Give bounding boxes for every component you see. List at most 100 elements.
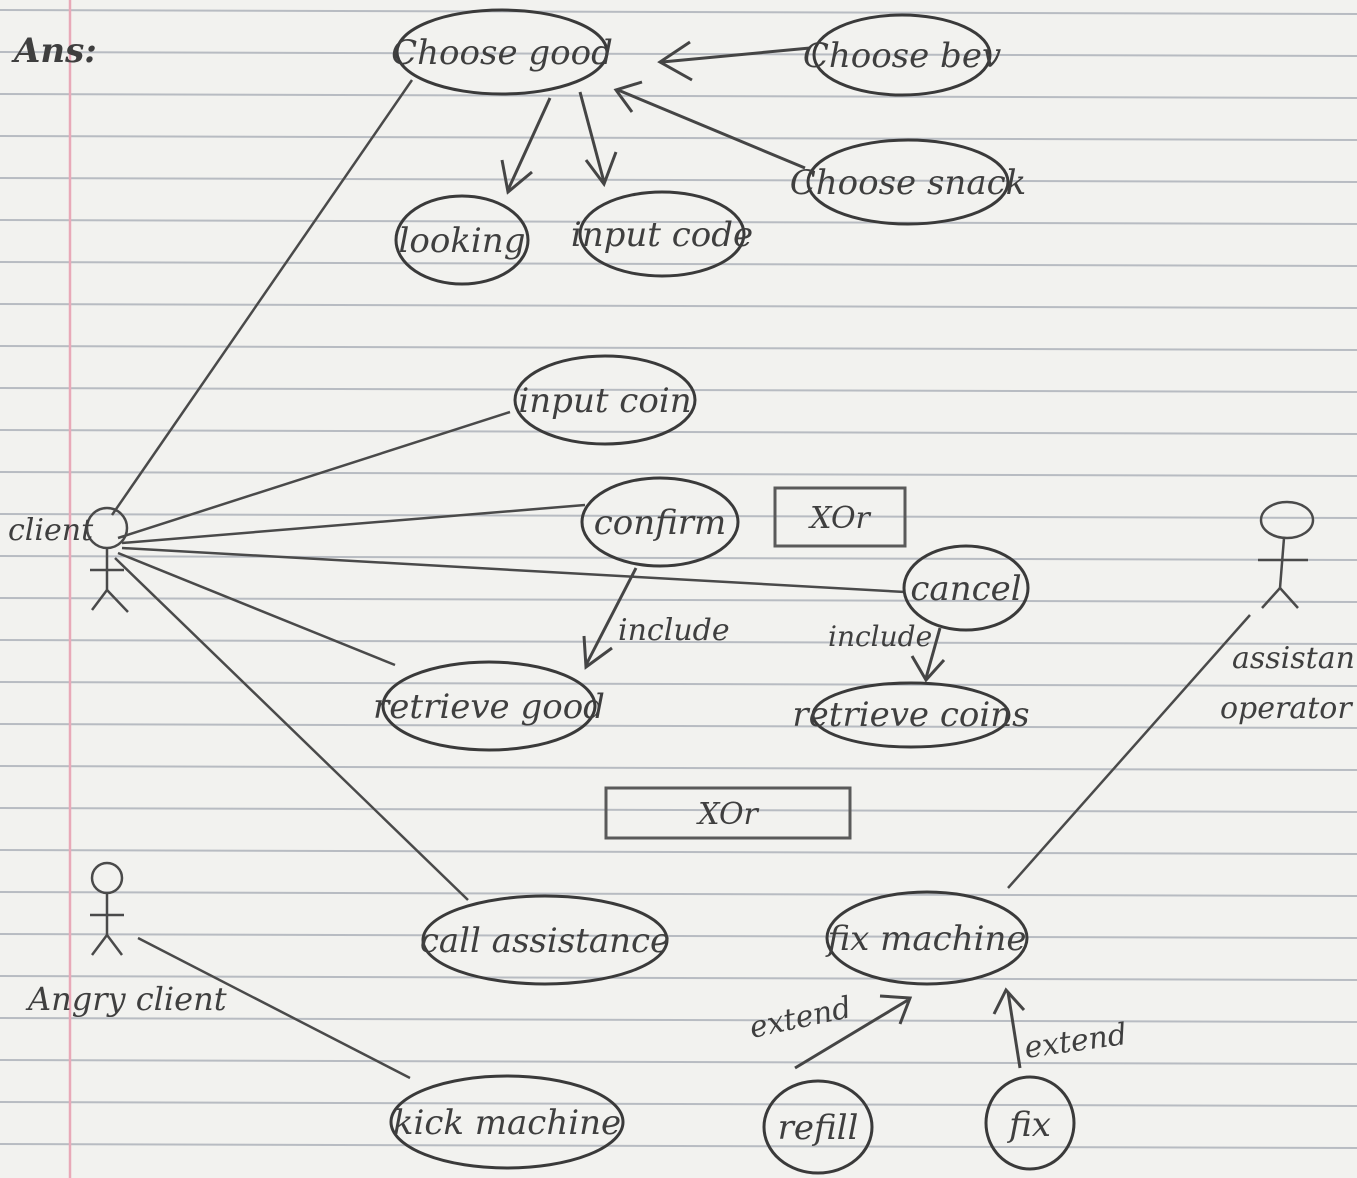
ruled-line — [0, 387, 1357, 393]
ruled-line — [0, 513, 1357, 519]
ruled-line — [0, 555, 1357, 561]
xor-label-top: XOr — [808, 501, 871, 536]
use-case-label: refill — [778, 1108, 859, 1148]
ruled-line — [0, 135, 1357, 141]
use-case-looking: looking — [394, 194, 530, 286]
use-case-label: call assistance — [420, 921, 670, 961]
assoc-client-input-coin — [117, 410, 511, 540]
assoc-client-call-assistance — [114, 557, 469, 901]
extend-fix-head — [992, 987, 1026, 1015]
associations — [110, 79, 1251, 1080]
generalization-bev-head — [657, 40, 693, 82]
actor-head — [1259, 500, 1315, 540]
extend-refill-head — [879, 994, 913, 1025]
generalization-snack-head — [613, 80, 643, 113]
actor-head — [90, 861, 124, 895]
use-case-kick-machine: kick machine — [389, 1074, 625, 1170]
ruled-line — [0, 51, 1357, 57]
assoc-client-choose-good — [110, 79, 414, 516]
use-case-choose-bev: Choose bev — [803, 13, 1001, 97]
actor-client: client — [8, 506, 129, 613]
use-case-label: fix machine — [824, 919, 1026, 959]
actor-label-angry-client: Angry client — [25, 980, 227, 1018]
xor-box-bottom — [604, 786, 852, 840]
use-case-label: retrieve coins — [792, 695, 1029, 735]
choose-to-input-code-head — [584, 151, 618, 188]
ruled-line — [0, 303, 1357, 309]
generalization-snack — [617, 88, 806, 170]
include-label-cancel: include — [828, 620, 932, 653]
include-confirm-arrow — [584, 567, 638, 666]
actor-assistant-operator: assistan operator — [1220, 500, 1355, 726]
ruled-line — [0, 639, 1357, 645]
actor-leg-left — [1261, 587, 1281, 609]
ruled-line — [0, 261, 1357, 267]
assoc-client-confirm — [121, 503, 586, 545]
ruled-line — [0, 1143, 1357, 1149]
ruled-line — [0, 429, 1357, 435]
use-case-label: Choose good — [391, 33, 613, 73]
ruled-line — [0, 975, 1357, 981]
use-case-refill: refill — [762, 1079, 874, 1175]
xor-box-top — [773, 486, 907, 548]
choose-to-looking — [506, 97, 552, 191]
extend-fix-arrow — [1006, 991, 1022, 1069]
ruled-lines — [0, 9, 1357, 1149]
ruled-line — [0, 9, 1357, 15]
use-case-choose-snack: Choose snack — [790, 138, 1027, 226]
ruled-line — [0, 849, 1357, 855]
include-cancel-arrow — [924, 627, 942, 679]
ruled-line — [0, 471, 1357, 477]
ruled-line — [0, 345, 1357, 351]
actor-label-operator-line1: assistan — [1232, 641, 1355, 676]
use-case-confirm: confirm — [580, 476, 740, 568]
use-case-fix-machine: fix machine — [824, 890, 1029, 986]
use-case-choose-good: Choose good — [391, 8, 613, 96]
use-case-label: confirm — [594, 503, 727, 543]
extend-label-refill: extend — [746, 990, 854, 1046]
use-case-label: kick machine — [393, 1103, 621, 1143]
ruled-line — [0, 1101, 1357, 1107]
ruled-line — [0, 219, 1357, 225]
ruled-line — [0, 891, 1357, 897]
extend-refill-arrow — [794, 998, 909, 1070]
use-case-label: input code — [571, 215, 753, 255]
assoc-operator-fix-machine — [1007, 614, 1251, 889]
use-case-label: fix — [1006, 1105, 1051, 1145]
include-confirm-head — [582, 635, 613, 670]
ruled-line — [0, 723, 1357, 729]
ruled-line — [0, 177, 1357, 183]
actor-label-client: client — [8, 513, 94, 548]
use-case-label: Choose bev — [803, 36, 1001, 76]
actor-leg-right — [1279, 587, 1299, 609]
assoc-client-cancel — [121, 546, 906, 594]
ruled-line — [0, 807, 1357, 813]
actor-leg-right — [106, 934, 123, 956]
use-case-label: cancel — [910, 569, 1021, 609]
ruled-line — [0, 1017, 1357, 1023]
assoc-client-retrieve-good — [117, 551, 396, 667]
xor-label-bottom: XOr — [696, 797, 759, 832]
extend-label-fix: extend — [1022, 1017, 1129, 1066]
actor-angry-client: Angry client — [25, 861, 227, 1018]
answer-heading: Ans: — [11, 31, 97, 71]
use-case-label: looking — [399, 221, 526, 261]
use-case-retrieve-good: retrieve good — [373, 660, 605, 752]
actor-leg-left — [91, 934, 108, 956]
use-case-input-code: input code — [571, 190, 753, 278]
choose-to-input-code — [578, 91, 606, 183]
use-case-retrieve-coins: retrieve coins — [792, 681, 1030, 749]
use-case-label: Choose snack — [790, 163, 1027, 203]
include-label-confirm: include — [618, 613, 730, 648]
ruled-line — [0, 1059, 1357, 1065]
choose-to-looking-head — [500, 159, 533, 195]
actor-leg-left — [91, 589, 108, 611]
use-case-input-coin: input coin — [513, 354, 697, 446]
use-case-cancel: cancel — [902, 544, 1030, 632]
actor-leg-right — [106, 589, 129, 613]
use-case-label: retrieve good — [373, 687, 605, 727]
actor-label-operator-line2: operator — [1220, 691, 1353, 726]
assoc-angry-client-kick-machine — [137, 936, 411, 1080]
